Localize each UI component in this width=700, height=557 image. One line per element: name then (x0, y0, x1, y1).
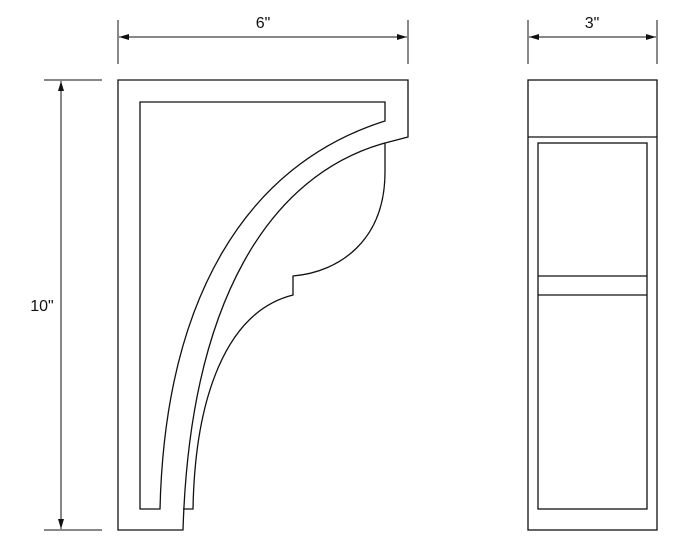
side-scroll-profile (183, 143, 386, 510)
dimension-width-front: 3" (527, 15, 658, 64)
dimension-label-3in: 3" (585, 15, 600, 32)
side-view (117, 79, 409, 531)
side-outer-profile (117, 79, 409, 531)
dimension-height: 10" (28, 79, 102, 531)
side-inner-recess (139, 101, 386, 510)
dimension-label-6in: 6" (256, 15, 271, 32)
dimension-label-10in: 10" (30, 298, 53, 315)
front-view (527, 79, 658, 531)
dimension-width-side: 6" (117, 15, 409, 64)
